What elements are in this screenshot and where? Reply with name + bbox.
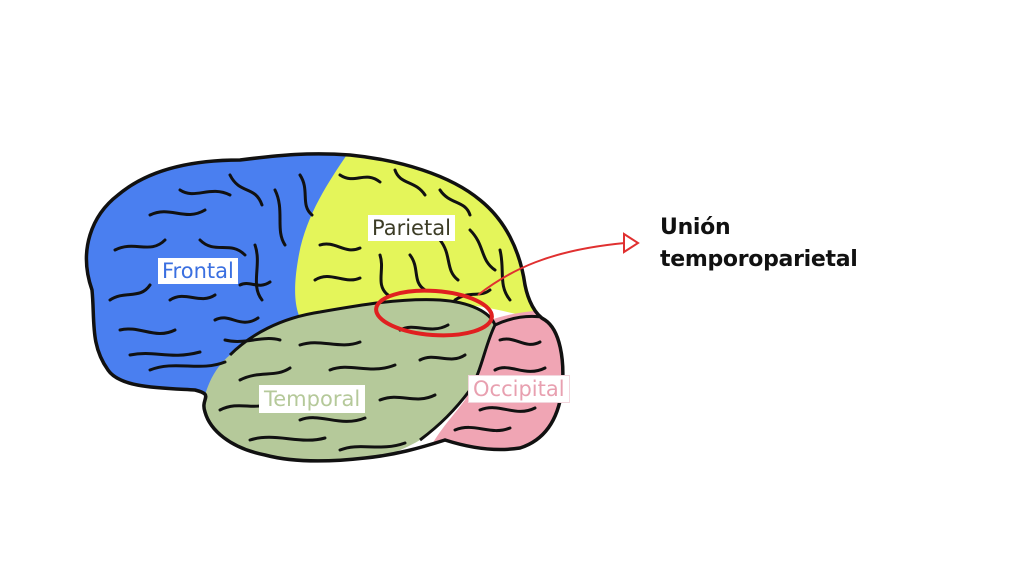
label-temporal: Temporal xyxy=(259,385,366,413)
label-frontal: Frontal xyxy=(158,258,238,284)
callout-line-1: Unión xyxy=(660,215,731,240)
callout-line-2: temporoparietal xyxy=(660,247,858,272)
callout-arrowhead-icon xyxy=(623,232,640,254)
sulci-lines xyxy=(108,168,554,452)
temporal-lobe xyxy=(202,299,495,462)
label-occipital: Occipital xyxy=(468,375,570,403)
label-parietal: Parietal xyxy=(368,215,455,241)
brain-outline xyxy=(84,152,565,463)
temporoparietal-junction-highlight xyxy=(374,288,494,338)
callout-text: Unión temporoparietal xyxy=(660,212,858,276)
callout-arrow-line xyxy=(477,242,626,296)
